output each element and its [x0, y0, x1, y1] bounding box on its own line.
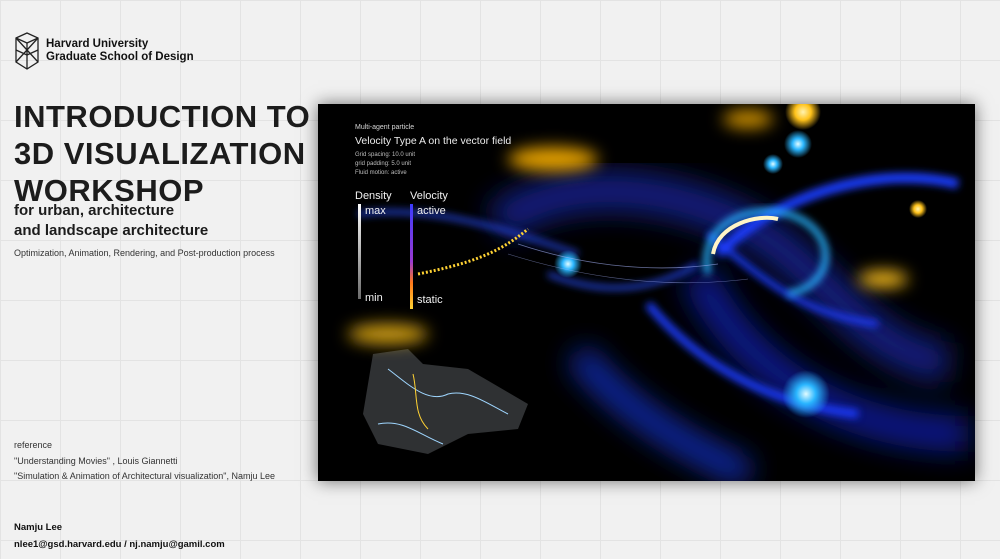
overlay-param: Fluid motion: active	[355, 170, 407, 176]
velocity-active-label: active	[417, 205, 446, 217]
density-max-label: max	[365, 205, 386, 217]
density-scale-bar	[358, 204, 361, 299]
subtitle-line-2: and landscape architecture	[14, 222, 209, 239]
velocity-static-label: static	[417, 294, 443, 306]
logo-text: Harvard University Graduate School of De…	[46, 38, 194, 64]
density-min-label: min	[365, 292, 383, 304]
reference-item: "Understanding Movies" , Louis Giannetti	[14, 455, 178, 466]
title-line-3: WORKSHOP	[14, 173, 204, 208]
references-label: reference	[14, 440, 53, 450]
author-name: Namju Lee	[14, 522, 63, 533]
particle-visualization	[348, 104, 969, 481]
logo-line-2: Graduate School of Design	[46, 51, 194, 63]
subtitle-line-1: for urban, architecture	[14, 202, 175, 219]
gsd-logo: Harvard University Graduate School of De…	[14, 32, 194, 70]
video-frame[interactable]: Multi-agent particle Velocity Type A on …	[318, 104, 975, 481]
velocity-scale-bar	[410, 204, 413, 309]
author-contact: nlee1@gsd.harvard.edu / nj.namju@gamil.c…	[14, 539, 225, 550]
process-text: Optimization, Animation, Rendering, and …	[14, 248, 275, 258]
title-line-2: 3D VISUALIZATION	[14, 136, 306, 171]
page-title: INTRODUCTION TO 3D VISUALIZATION WORKSHO…	[14, 98, 310, 209]
gsd-shield-icon	[15, 32, 39, 70]
reference-item: "Simulation & Animation of Architectural…	[14, 471, 276, 481]
overlay-param: grid padding: 5.0 unit	[355, 161, 412, 167]
references: reference "Understanding Movies" , Louis…	[14, 438, 275, 485]
page-subtitle: for urban, architecture and landscape ar…	[14, 201, 208, 241]
logo-line-1: Harvard University	[46, 38, 149, 50]
velocity-label: Velocity	[410, 190, 448, 202]
overlay-param: Grid spacing: 10.0 unit	[355, 152, 416, 158]
overlay-params: Grid spacing: 10.0 unit grid padding: 5.…	[355, 151, 415, 178]
overlay-caption-small: Multi-agent particle	[355, 124, 415, 131]
map-inset	[363, 349, 528, 454]
title-line-1: INTRODUCTION TO	[14, 99, 311, 134]
author-block: Namju Lee nlee1@gsd.harvard.edu / nj.nam…	[14, 519, 225, 553]
overlay-caption: Velocity Type A on the vector field	[355, 135, 512, 147]
density-label: Density	[355, 190, 392, 202]
